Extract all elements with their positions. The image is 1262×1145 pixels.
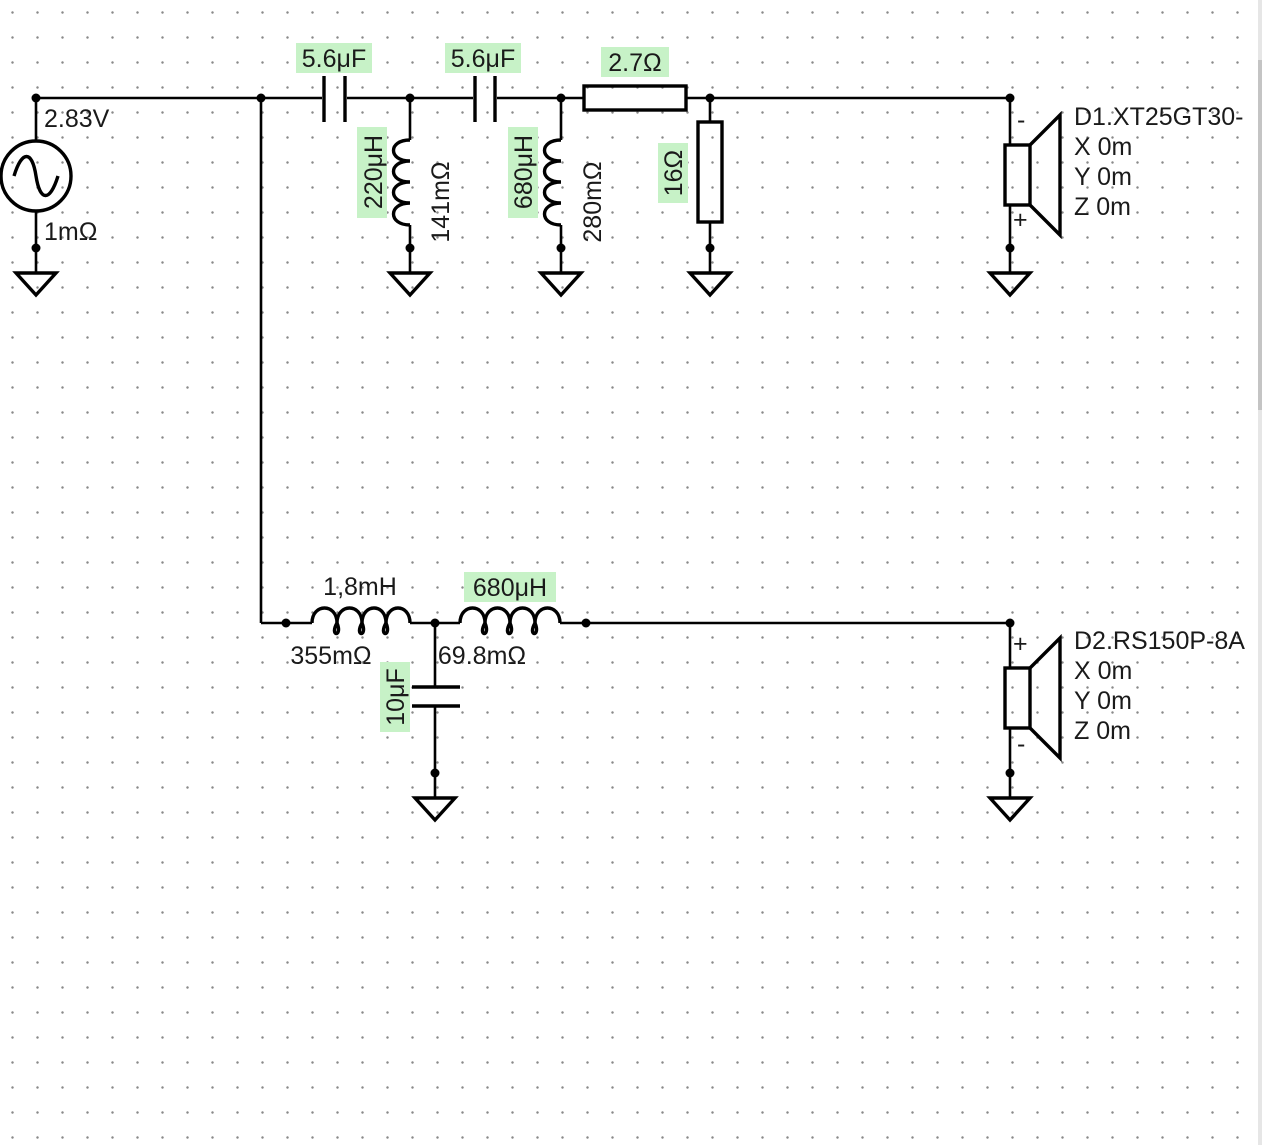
- ground-symbol[interactable]: [537, 271, 585, 298]
- driver-d1-z: Z 0m: [1074, 193, 1131, 221]
- capacitor-c1-label: 5.6μF: [302, 45, 366, 73]
- ground-symbol[interactable]: [12, 271, 60, 298]
- driver-d1-speaker-icon[interactable]: [1003, 110, 1062, 240]
- source-voltage-label: 2.83V: [44, 105, 110, 133]
- capacitor-c2[interactable]: [473, 76, 497, 122]
- junction-dot: [31, 243, 41, 253]
- junction-dot: [581, 618, 591, 628]
- inductor-w1-value-label: 1,8mH: [323, 573, 397, 601]
- labels: 2.83V 1mΩ 5.6μF 5.6μF 2.7Ω 220μH 141mΩ 6…: [44, 45, 1245, 758]
- capacitor-c1[interactable]: [322, 76, 347, 122]
- junction-dot: [405, 243, 415, 253]
- junction-dot: [281, 618, 291, 628]
- label-highlights: [296, 43, 688, 732]
- resistor-shunt-label: 16Ω: [660, 150, 688, 197]
- junction-dot: [405, 93, 415, 103]
- inductor-w1-dcr-label: 355mΩ: [290, 642, 371, 670]
- inductor-l2-value-label: 680μH: [510, 135, 538, 209]
- driver-d2-polarity-bottom: -: [1017, 730, 1025, 758]
- junctions: [31, 93, 1015, 778]
- junction-dot: [430, 768, 440, 778]
- scrollbar-thumb[interactable]: [1258, 60, 1262, 410]
- junction-dot: [1005, 93, 1015, 103]
- inductor-w1[interactable]: [310, 606, 412, 636]
- driver-d1-y: Y 0m: [1074, 163, 1132, 191]
- voltage-source[interactable]: [0, 139, 73, 213]
- junction-dot: [1005, 243, 1015, 253]
- ground-symbol[interactable]: [686, 271, 734, 298]
- inductor-l1-dcr-label: 141mΩ: [427, 161, 455, 242]
- resistor-series[interactable]: [582, 84, 688, 112]
- driver-d1-polarity-top: -: [1017, 106, 1025, 134]
- inductor-l1-value-label: 220μH: [360, 135, 388, 209]
- source-resistance-label: 1mΩ: [44, 218, 97, 246]
- driver-d1-polarity-bottom: +: [1013, 206, 1028, 234]
- driver-d2-y: Y 0m: [1074, 687, 1132, 715]
- junction-dot: [556, 93, 566, 103]
- driver-d1-name: D1.XT25GT30-: [1074, 103, 1244, 131]
- driver-d2-x: X 0m: [1074, 657, 1132, 685]
- ground-symbol[interactable]: [986, 271, 1034, 298]
- driver-d2-z: Z 0m: [1074, 717, 1131, 745]
- grounds: [12, 271, 1034, 823]
- vertical-scrollbar[interactable]: [1258, 0, 1262, 1145]
- driver-d2-speaker-icon[interactable]: [1003, 633, 1062, 763]
- junction-dot: [1005, 768, 1015, 778]
- inductor-l1[interactable]: [392, 138, 411, 227]
- wires: [34, 96, 1012, 797]
- inductor-w2[interactable]: [458, 606, 562, 636]
- capacitor-w1-label: 10μF: [382, 668, 410, 725]
- junction-dot: [705, 243, 715, 253]
- inductor-l2-dcr-label: 280mΩ: [579, 161, 607, 242]
- driver-d1-x: X 0m: [1074, 133, 1132, 161]
- capacitor-c2-label: 5.6μF: [451, 45, 515, 73]
- resistor-shunt[interactable]: [696, 120, 724, 224]
- junction-dot: [31, 93, 41, 103]
- junction-dot: [430, 618, 440, 628]
- source-circle: [0, 139, 73, 213]
- driver-d2-polarity-top: +: [1013, 630, 1028, 658]
- junction-dot: [556, 243, 566, 253]
- ground-symbol[interactable]: [386, 271, 434, 298]
- junction-dot: [1005, 618, 1015, 628]
- capacitor-w1[interactable]: [412, 685, 460, 708]
- ground-symbol[interactable]: [411, 796, 459, 823]
- inductor-l2[interactable]: [543, 138, 562, 227]
- inductor-w2-value-label: 680μH: [473, 574, 547, 602]
- junction-dot: [256, 93, 266, 103]
- inductor-w2-dcr-label: 69.8mΩ: [438, 642, 526, 670]
- sine-icon: [12, 154, 60, 198]
- driver-d2-name: D2.RS150P-8A: [1074, 627, 1245, 655]
- junction-dot: [705, 93, 715, 103]
- ground-symbol[interactable]: [986, 796, 1034, 823]
- resistor-series-label: 2.7Ω: [608, 49, 661, 77]
